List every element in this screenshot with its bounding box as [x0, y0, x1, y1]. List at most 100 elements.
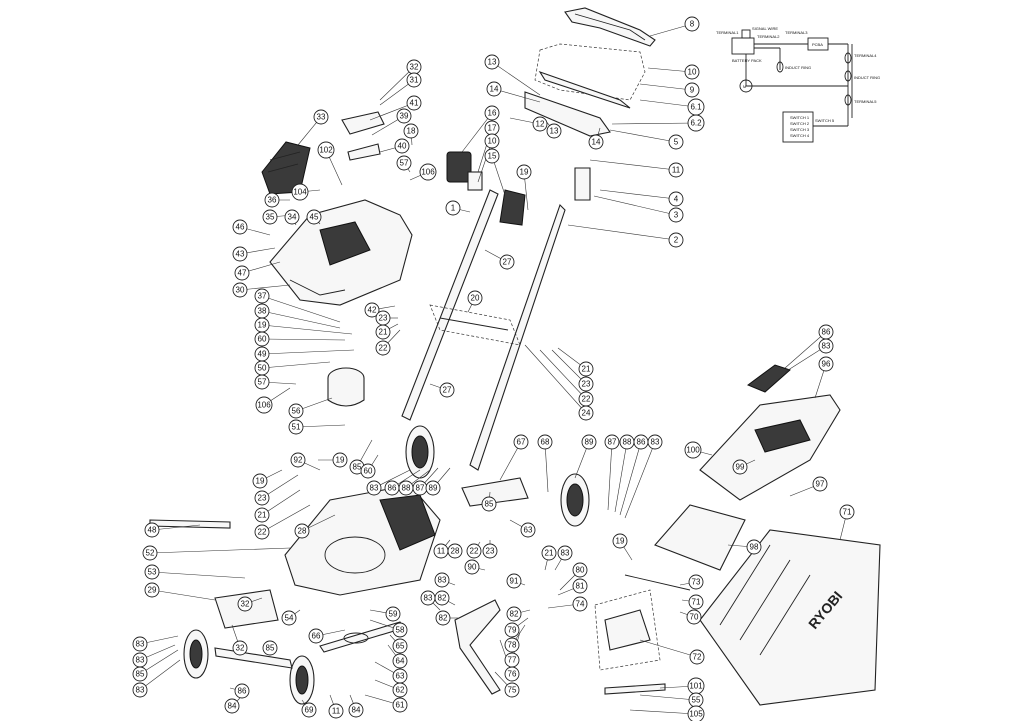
callout-label: 4: [674, 195, 679, 204]
callout-circle: [689, 649, 705, 665]
callout-label: 3: [674, 211, 679, 220]
callout-label: 97: [816, 480, 825, 489]
part-callout: 8: [684, 16, 700, 32]
part-callout: 91: [506, 573, 522, 589]
part-callout: 41: [406, 95, 422, 111]
leader-line: [639, 99, 697, 108]
part-callout: 18: [403, 123, 419, 139]
leader-line: [609, 129, 677, 143]
callout-circle: [144, 522, 160, 538]
part-callout: 2: [668, 232, 684, 248]
part-callout: 21: [578, 361, 594, 377]
callout-label: 27: [443, 386, 452, 395]
part-callout: 83: [366, 480, 382, 496]
leader-line: [261, 489, 301, 516]
callout-label: 23: [582, 380, 591, 389]
part-callout: 22: [466, 543, 482, 559]
callout-circle: [262, 640, 278, 656]
callout-label: 63: [396, 672, 405, 681]
callout-label: 101: [689, 682, 703, 691]
callout-label: 12: [536, 120, 545, 129]
part-callout: 38: [254, 303, 270, 319]
part-callout: 69: [301, 702, 317, 718]
callout-label: 32: [236, 644, 245, 653]
part-callout: 24: [578, 405, 594, 421]
callout-label: 71: [692, 598, 701, 607]
callout-label: 84: [352, 706, 361, 715]
callout-circle: [578, 361, 594, 377]
callout-label: 83: [136, 686, 145, 695]
part-callout: 52: [142, 545, 158, 561]
callout-label: 85: [353, 463, 362, 472]
callouts: 81096.16.2511432131412131416171015191273…: [132, 16, 855, 721]
wiring-schematic: M TERMINAL1 SIGNAL WIRE TERMINAL2 TERMIN…: [716, 26, 880, 143]
callout-circle: [484, 105, 500, 121]
rod: [624, 574, 691, 591]
callout-circle: [688, 574, 704, 590]
part-callout: 19: [332, 452, 348, 468]
callout-circle: [396, 155, 412, 171]
callout-label: 31: [410, 76, 419, 85]
wiring-label: TERMINAL1: [716, 30, 739, 35]
wiring-label: BATTERY PACK: [732, 58, 762, 63]
rear-axle: [461, 477, 529, 507]
part-callout: 11: [668, 162, 684, 178]
part-callout: 86: [818, 324, 834, 340]
part-callout: 5: [668, 134, 684, 150]
battery-pack-box: [731, 37, 755, 55]
leader-line: [151, 524, 201, 531]
callout-label: 86: [238, 687, 247, 696]
callout-label: 57: [258, 378, 267, 387]
callout-circle: [504, 666, 520, 682]
callout-label: 86: [822, 328, 831, 337]
callout-label: 23: [379, 314, 388, 323]
callout-circle: [506, 573, 522, 589]
callout-label: 51: [292, 423, 301, 432]
callout-circle: [499, 254, 515, 270]
callout-label: 71: [843, 508, 852, 517]
mulch-plug: [149, 519, 231, 529]
callout-label: 90: [468, 563, 477, 572]
part-callout: 60: [254, 331, 270, 347]
callout-label: 65: [396, 642, 405, 651]
bottom-bar: [604, 683, 666, 695]
callout-label: 67: [517, 438, 526, 447]
callout-label: 11: [437, 547, 446, 556]
part-callout: 1: [445, 200, 461, 216]
callout-label: 58: [396, 626, 405, 635]
callout-circle: [288, 403, 304, 419]
part-callout: 63: [392, 668, 408, 684]
callout-label: 83: [424, 594, 433, 603]
callout-circle: [406, 95, 422, 111]
callout-circle: [366, 480, 382, 496]
callout-label: 19: [336, 456, 345, 465]
part-callout: 20: [467, 290, 483, 306]
callout-circle: [144, 564, 160, 580]
callout-circle: [332, 452, 348, 468]
part-callout: 50: [254, 360, 270, 376]
wiring-label: INDUCT RING: [854, 75, 880, 80]
callout-circle: [684, 16, 700, 32]
callout-circle: [482, 543, 498, 559]
callout-label: 19: [258, 321, 267, 330]
part-callout: 57: [254, 374, 270, 390]
part-callout: 22: [578, 391, 594, 407]
callout-circle: [281, 610, 297, 626]
part-callout: 23: [578, 376, 594, 392]
part-callout: 28: [447, 543, 463, 559]
callout-circle: [746, 539, 762, 555]
wiring-label-motor: M: [743, 84, 746, 89]
part-callout: 55: [688, 692, 704, 708]
part-callout: 99: [732, 459, 748, 475]
callout-label: 46: [236, 223, 245, 232]
callout-label: 53: [148, 568, 157, 577]
callout-circle: [232, 219, 248, 235]
callout-circle: [328, 703, 344, 719]
motor-symbol: [739, 79, 753, 93]
callout-label: 102: [319, 146, 333, 155]
callout-label: 22: [582, 395, 591, 404]
callout-label: 40: [398, 142, 407, 151]
callout-circle: [546, 123, 562, 139]
callout-circle: [686, 609, 702, 625]
callout-label: 52: [146, 549, 155, 558]
